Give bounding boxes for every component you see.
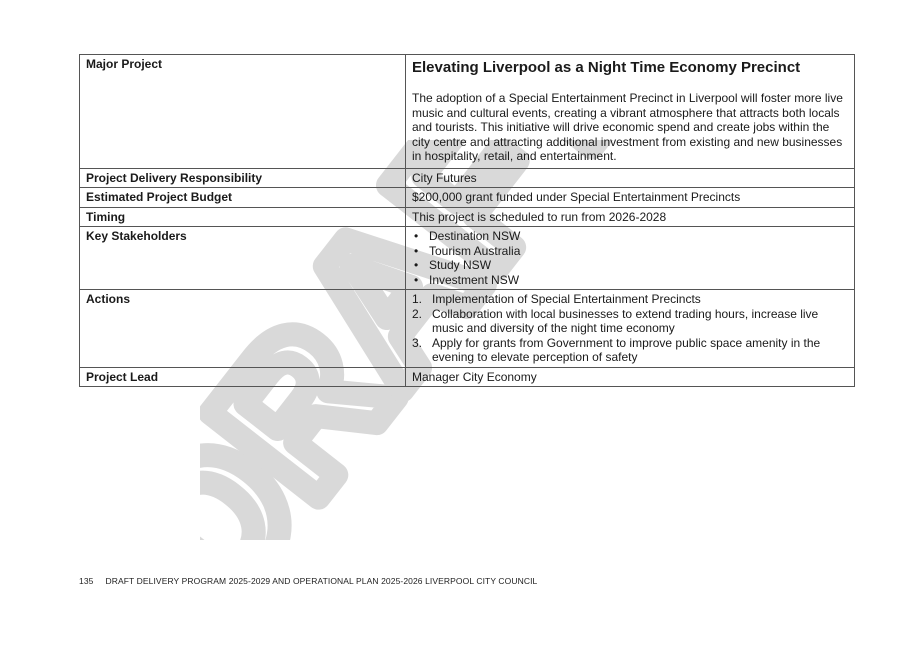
row-label: Actions: [79, 289, 406, 368]
row-label: Timing: [79, 206, 406, 227]
project-table: Major Project Elevating Liverpool as a N…: [79, 54, 855, 387]
row-value: Destination NSW Tourism Australia Study …: [405, 226, 855, 290]
table-row-actions: Actions 1. Implementation of Special Ente…: [79, 289, 855, 368]
list-item: Study NSW: [412, 258, 848, 273]
list-item: 3. Apply for grants from Government to im…: [412, 336, 848, 365]
list-number: 2.: [412, 306, 423, 321]
project-title: Elevating Liverpool as a Night Time Econ…: [412, 59, 801, 76]
action-text: Collaboration with local businesses to e…: [432, 306, 819, 336]
list-item: 1. Implementation of Special Entertainmen…: [412, 292, 848, 307]
row-label: Major Project: [79, 54, 406, 169]
list-item: Investment NSW: [412, 273, 848, 288]
action-text: Apply for grants from Government to impr…: [432, 335, 821, 365]
action-text: Implementation of Special Entertainment …: [432, 292, 701, 306]
list-item: 2. Collaboration with local businesses to…: [412, 307, 848, 336]
list-number: 1.: [412, 292, 423, 306]
page-number: 135: [79, 576, 94, 586]
list-item: Tourism Australia: [412, 244, 848, 259]
list-item: Destination NSW: [412, 229, 848, 244]
row-label: Project Delivery Responsibility: [79, 167, 406, 188]
table-row-stakeholders: Key Stakeholders Destination NSW Tourism…: [79, 226, 855, 290]
row-value: Manager City Economy: [405, 366, 855, 387]
table-row-project-lead: Project Lead Manager City Economy: [79, 366, 855, 387]
row-label: Estimated Project Budget: [79, 187, 406, 208]
page-footer: 135 DRAFT DELIVERY PROGRAM 2025-2029 AND …: [79, 576, 537, 586]
project-description: The adoption of a Special Entertainment …: [412, 91, 843, 163]
footer-text: DRAFT DELIVERY PROGRAM 2025-2029 AND OPE…: [105, 576, 538, 586]
actions-list: 1. Implementation of Special Entertainmen…: [412, 292, 848, 365]
row-label: Key Stakeholders: [79, 226, 406, 290]
row-value: Elevating Liverpool as a Night Time Econ…: [405, 54, 855, 169]
list-number: 3.: [412, 335, 423, 350]
row-value: 1. Implementation of Special Entertainmen…: [405, 289, 855, 368]
stakeholder-list: Destination NSW Tourism Australia Study …: [412, 229, 848, 287]
row-value: This project is scheduled to run from 20…: [405, 206, 855, 227]
table-row-major-project: Major Project Elevating Liverpool as a N…: [79, 54, 855, 169]
row-value: City Futures: [405, 167, 855, 188]
row-label: Project Lead: [79, 366, 406, 387]
table-row-timing: Timing This project is scheduled to run …: [79, 206, 855, 227]
table-row-delivery-responsibility: Project Delivery Responsibility City Fut…: [79, 167, 855, 188]
table-row-budget: Estimated Project Budget $200,000 grant …: [79, 187, 855, 208]
row-value: $200,000 grant funded under Special Ente…: [405, 187, 855, 208]
